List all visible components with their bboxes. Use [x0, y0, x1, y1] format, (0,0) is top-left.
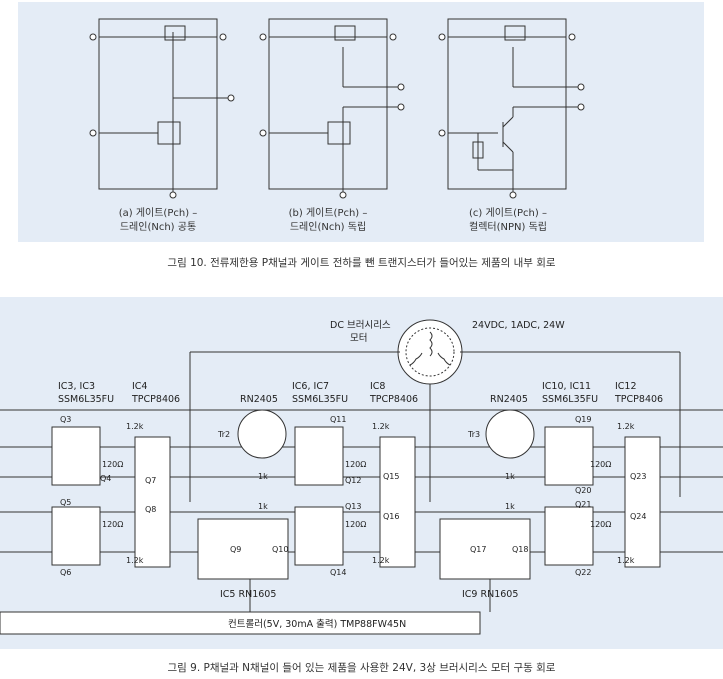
tr2-symbol	[237, 409, 287, 459]
motor-symbol	[397, 319, 463, 385]
label-q20: Q20	[575, 486, 591, 495]
label-r-1k-d: 1k	[505, 502, 515, 511]
label-q14: Q14	[330, 568, 346, 577]
label-q4: Q4	[100, 474, 111, 483]
motor-label-1: DC 브러시리스	[330, 320, 391, 331]
pch-mosfet-b	[334, 25, 356, 41]
ic7-box	[294, 506, 344, 566]
ic3-box	[51, 426, 101, 486]
label-q19: Q19	[575, 415, 591, 424]
label-ic6: IC6, IC7	[292, 381, 329, 392]
label-q24: Q24	[630, 512, 646, 521]
label-r-1k-b: 1k	[258, 502, 268, 511]
label-ssm-a: SSM6L35FU	[58, 394, 114, 405]
label-q3: Q3	[60, 415, 71, 424]
package-outline-c	[447, 18, 567, 190]
ic11-box	[544, 506, 594, 566]
label-ic8: IC8	[370, 381, 385, 392]
nch-mosfet-b	[327, 121, 351, 145]
label-q21: Q21	[575, 500, 591, 509]
label-tpcp-b: TPCP8406	[369, 394, 418, 405]
label-r-120-b: 120Ω	[102, 520, 123, 529]
label-rn-a: RN2405	[240, 394, 278, 405]
controller-box	[0, 611, 481, 635]
label-q6: Q6	[60, 568, 71, 577]
label-q8: Q8	[145, 505, 156, 514]
label-q5: Q5	[60, 498, 71, 507]
panel-c-label-2: 컬렉터(NPN) 독립	[469, 220, 547, 233]
label-rn1605-b: IC9 RN1605	[462, 589, 518, 600]
figure-9-schematic: DC 브러시리스 모터 24VDC, 1ADC, 24W IC3, IC3 SS…	[0, 319, 723, 635]
pch-mosfet-a	[164, 25, 186, 41]
label-rn-b: RN2405	[490, 394, 528, 405]
label-r-120-e: 120Ω	[590, 460, 611, 469]
label-tr2: Tr2	[217, 430, 230, 439]
label-r-120-c: 120Ω	[345, 460, 366, 469]
motor-label-2: 모터	[350, 333, 367, 344]
label-tpcp-c: TPCP8406	[614, 394, 663, 405]
label-q17: Q17	[470, 545, 486, 554]
label-r-1-2k-e: 1.2k	[617, 422, 635, 431]
label-r-1-2k-b: 1.2k	[126, 556, 144, 565]
label-q9: Q9	[230, 545, 241, 554]
label-ic10: IC10, IC11	[542, 381, 591, 392]
label-q13: Q13	[345, 502, 361, 511]
panel-a-label-1: (a) 게이트(Pch) –	[119, 207, 198, 219]
motor-rating: 24VDC, 1ADC, 24W	[472, 320, 565, 331]
label-ssm-b: SSM6L35FU	[292, 394, 348, 405]
label-q16: Q16	[383, 512, 399, 521]
label-r-1-2k-d: 1.2k	[372, 556, 390, 565]
label-ic12: IC12	[615, 381, 637, 392]
package-outline-b	[268, 18, 388, 190]
label-q23: Q23	[630, 472, 646, 481]
resistor-c	[472, 141, 484, 159]
ic4-box	[134, 436, 171, 568]
nch-mosfet-a	[157, 121, 181, 145]
label-r-120-d: 120Ω	[345, 520, 366, 529]
label-r-1-2k-f: 1.2k	[617, 556, 635, 565]
label-ic3: IC3, IC3	[58, 381, 95, 392]
label-q18: Q18	[512, 545, 528, 554]
label-r-1k-c: 1k	[505, 472, 515, 481]
controller-label: 컨트롤러(5V, 30mA 출력) TMP88FW45N	[228, 618, 406, 630]
label-q11: Q11	[330, 415, 346, 424]
label-tr3: Tr3	[467, 430, 480, 439]
label-r-1-2k-a: 1.2k	[126, 422, 144, 431]
figure-9-caption: 그림 9. P채널과 N채널이 들어 있는 제품을 사용한 24V, 3상 브러…	[167, 662, 556, 674]
ic6-box	[294, 426, 344, 486]
ic5-box	[51, 506, 101, 566]
rn1605-a-box	[197, 518, 289, 580]
figure-10-caption: 그림 10. 전류제한용 P채널과 게이트 전하를 뺀 트랜지스터가 들어있는 …	[167, 257, 556, 269]
label-q12: Q12	[345, 476, 361, 485]
tr3-symbol	[485, 409, 535, 459]
panel-b-label-1: (b) 게이트(Pch) –	[289, 207, 368, 219]
label-r-120-a: 120Ω	[102, 460, 123, 469]
label-q15: Q15	[383, 472, 399, 481]
label-r-120-f: 120Ω	[590, 520, 611, 529]
label-q10: Q10	[272, 545, 288, 554]
label-q22: Q22	[575, 568, 591, 577]
panel-c-label-1: (c) 게이트(Pch) –	[469, 207, 547, 219]
ic12-box	[624, 436, 661, 568]
ic8-box	[379, 436, 416, 568]
ic10-box	[544, 426, 594, 486]
figure-9-panel: DC 브러시리스 모터 24VDC, 1ADC, 24W IC3, IC3 SS…	[0, 297, 723, 649]
label-r-1k-a: 1k	[258, 472, 268, 481]
figure-10-panel: (a) 게이트(Pch) – 드레인(Nch) 공통 (b) 게이트(Pch) …	[18, 2, 704, 242]
panel-b-label-2: 드레인(Nch) 독립	[290, 220, 366, 233]
figure-10-schematic: (a) 게이트(Pch) – 드레인(Nch) 공통 (b) 게이트(Pch) …	[89, 18, 585, 233]
label-tpcp-a: TPCP8406	[131, 394, 180, 405]
panel-a-label-2: 드레인(Nch) 공통	[120, 221, 196, 233]
pch-mosfet-c	[504, 25, 526, 41]
label-ssm-c: SSM6L35FU	[542, 394, 598, 405]
rn1605-b-box	[439, 518, 531, 580]
package-outline-a	[98, 18, 218, 190]
label-r-1-2k-c: 1.2k	[372, 422, 390, 431]
label-q7: Q7	[145, 476, 156, 485]
label-ic4: IC4	[132, 381, 147, 392]
label-rn1605-a: IC5 RN1605	[220, 589, 276, 600]
